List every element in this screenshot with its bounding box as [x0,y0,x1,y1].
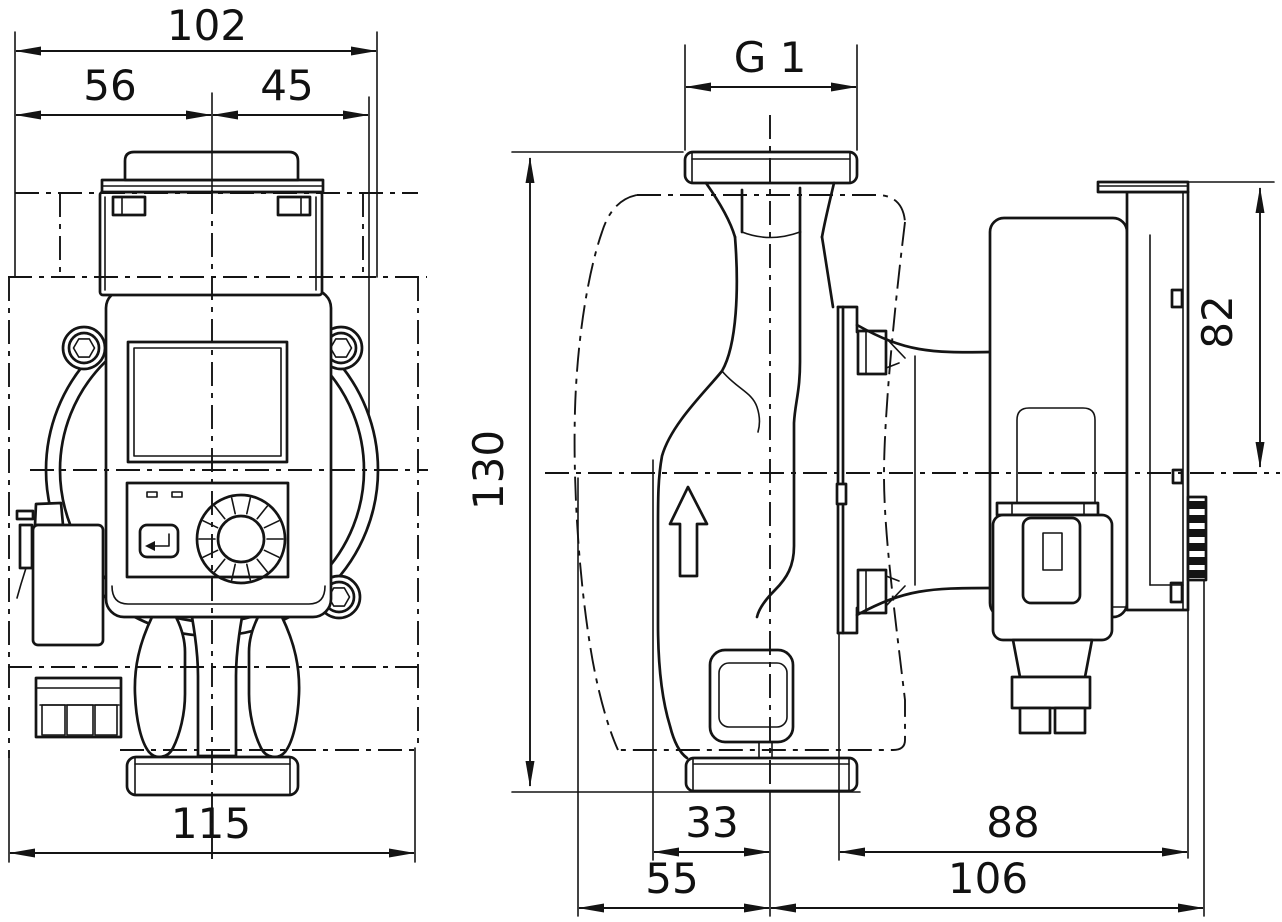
insulation-shell-phantom [573,194,906,751]
return-arrow-icon [153,533,170,547]
dim-label-82: 82 [1193,295,1242,348]
dim-label-g1: G 1 [734,33,807,82]
connector-plug-front [15,501,123,739]
foot-window [708,648,795,760]
connector-terminal-block [34,676,123,739]
motor-flange [835,305,906,635]
pump-body-side [656,230,859,793]
rotary-knob [195,493,287,585]
led-indicator [171,491,183,498]
dim-label-130: 130 [464,430,513,510]
connector-plug-side [991,501,1114,735]
extension-lines-side [511,44,1275,917]
dimensions: 102 56 45 115 G 1 130 82 33 88 [8,1,1275,917]
motor-body-side [855,323,992,617]
front-view [15,150,380,797]
display-housing-side [1125,190,1190,612]
top-port-flange [683,150,859,185]
flange-bolt [856,568,888,615]
flow-arrow-icon [668,485,709,578]
side-view [656,150,1208,793]
led-indicator [146,491,158,498]
centerlines [8,115,1280,862]
lcd-display [126,340,289,464]
dim-label-33: 33 [685,798,738,847]
bottom-flange-side [684,756,859,793]
dim-label-102: 102 [167,1,247,50]
dim-label-45: 45 [260,61,313,110]
dim-label-115: 115 [171,799,251,848]
operating-panel [125,481,290,585]
extension-lines-front [8,31,416,863]
back-button [138,523,180,559]
rotary-knob-side [1186,495,1208,582]
housing-clip [1170,288,1184,309]
housing-clip [1169,581,1184,604]
dim-label-55: 55 [645,854,698,903]
pump-volute-front [133,615,301,759]
dim-label-88: 88 [986,798,1039,847]
mounting-lugs [61,325,364,620]
dim-label-56: 56 [83,61,136,110]
dim-label-106: 106 [948,854,1028,903]
housing-clip [1171,468,1184,485]
